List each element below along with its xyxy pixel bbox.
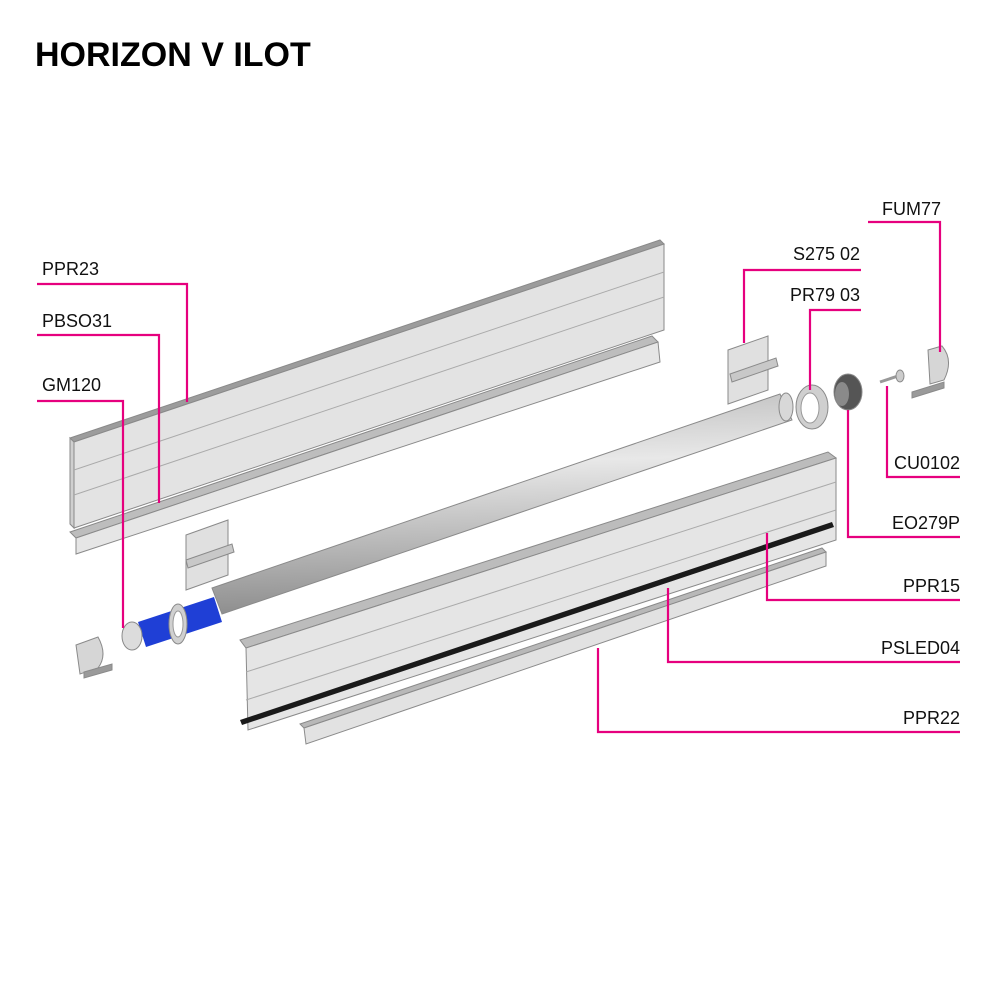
leader-gm120: [37, 399, 125, 628]
label-pbso31: PBSO31: [42, 311, 112, 331]
label-pr7903: PR79 03: [790, 285, 860, 305]
leader-fum77: [868, 220, 942, 352]
label-cu0102: CU0102: [894, 453, 960, 473]
leader-eo279p: [846, 410, 960, 539]
leader-lines: [37, 220, 960, 734]
leader-psled04: [666, 588, 960, 664]
part-gm120-motor: [121, 597, 222, 651]
label-fum77: FUM77: [882, 199, 941, 219]
label-ppr15: PPR15: [903, 576, 960, 596]
leader-ppr15: [765, 533, 960, 602]
label-gm120: GM120: [42, 375, 101, 395]
label-ppr23: PPR23: [42, 259, 99, 279]
leader-ppr22: [596, 648, 960, 734]
part-ppr23: [69, 239, 665, 530]
leader-cu0102: [885, 386, 960, 479]
part-ppr15: [239, 451, 838, 731]
part-pr7903-ring: [795, 384, 829, 430]
diagram-title: HORIZON V ILOT: [35, 36, 311, 74]
part-psled04: [240, 522, 834, 725]
leader-s27502: [742, 268, 861, 343]
part-eo279p-adapter: [833, 373, 863, 411]
part-endplate-left: [75, 636, 113, 679]
part-s27502-bracket: [727, 335, 779, 405]
part-ppr22: [299, 547, 827, 745]
part-fum77-endplate: [911, 345, 949, 399]
leader-pbso31: [37, 333, 161, 503]
part-cu0102-pin: [879, 369, 905, 384]
leader-pr7903: [808, 308, 861, 390]
leader-ppr23: [37, 282, 189, 402]
label-psled04: PSLED04: [881, 638, 960, 658]
label-ppr22: PPR22: [903, 708, 960, 728]
part-pbso31: [69, 335, 661, 555]
part-tube: [211, 392, 794, 615]
part-bracket-left: [185, 519, 235, 591]
label-eo279p: EO279P: [892, 513, 960, 533]
label-s27502: S275 02: [793, 244, 860, 264]
